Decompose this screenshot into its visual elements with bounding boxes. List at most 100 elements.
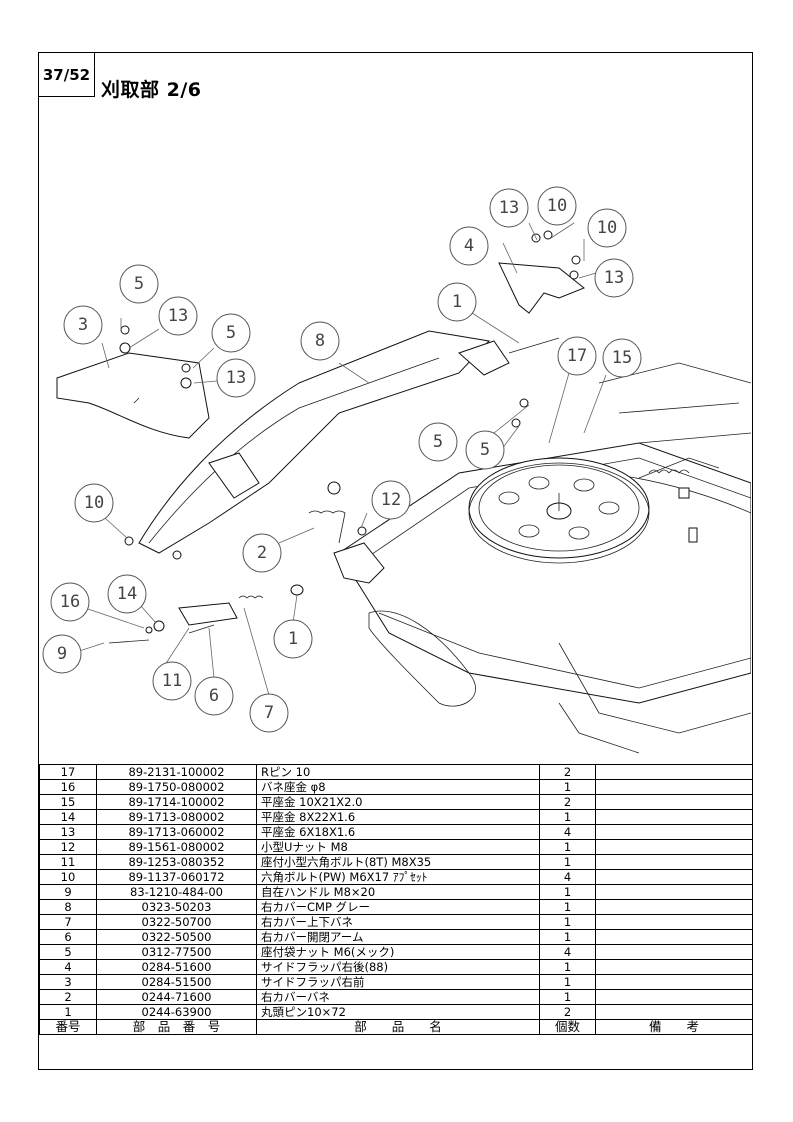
callout-1b: 1 bbox=[273, 619, 313, 659]
opening-arm bbox=[178, 602, 238, 626]
part-number-cell: 89-1750-080002 bbox=[96, 779, 257, 795]
callout-13b: 13 bbox=[594, 258, 634, 298]
part-no-cell: 12 bbox=[39, 839, 97, 855]
svg-text:11: 11 bbox=[162, 671, 182, 691]
part-no-cell: 15 bbox=[39, 794, 97, 810]
part-number-cell: 0323-50203 bbox=[96, 899, 257, 915]
note-cell bbox=[595, 944, 753, 960]
quantity-cell: 1 bbox=[539, 959, 596, 975]
note-cell bbox=[595, 809, 753, 825]
callout-10a: 10 bbox=[537, 186, 577, 226]
callout-11: 11 bbox=[152, 661, 192, 701]
part-no-cell: 2 bbox=[39, 989, 97, 1005]
part-number-cell: 0322-50500 bbox=[96, 929, 257, 945]
part-no-cell: 4 bbox=[39, 959, 97, 975]
part-number-cell: 0322-50700 bbox=[96, 914, 257, 930]
note-cell bbox=[595, 989, 753, 1005]
column-header: 番号 bbox=[39, 1019, 97, 1035]
quantity-cell: 1 bbox=[539, 929, 596, 945]
part-no-cell: 11 bbox=[39, 854, 97, 870]
svg-text:4: 4 bbox=[464, 236, 474, 256]
quantity-cell: 1 bbox=[539, 989, 596, 1005]
page-number: 37/52 bbox=[39, 53, 95, 97]
part-no-cell: 5 bbox=[39, 944, 97, 960]
part-name-cell: 自在ハンドル M8×20 bbox=[256, 884, 540, 900]
mower-deck bbox=[338, 362, 751, 754]
callout-10b: 10 bbox=[587, 208, 627, 248]
quantity-cell: 4 bbox=[539, 824, 596, 840]
part-number-cell: 89-1253-080352 bbox=[96, 854, 257, 870]
callout-15: 15 bbox=[602, 338, 642, 378]
callout-13d: 13 bbox=[216, 358, 256, 398]
part-number-cell: 0284-51600 bbox=[96, 959, 257, 975]
quantity-cell: 1 bbox=[539, 974, 596, 990]
callout-2: 2 bbox=[242, 533, 282, 573]
quantity-cell: 1 bbox=[539, 914, 596, 930]
part-no-cell: 7 bbox=[39, 914, 97, 930]
callout-13a: 13 bbox=[489, 188, 529, 228]
part-no-cell: 1 bbox=[39, 1004, 97, 1020]
cover-spring bbox=[308, 510, 346, 544]
svg-text:15: 15 bbox=[612, 348, 632, 368]
part-no-cell: 3 bbox=[39, 974, 97, 990]
quantity-cell: 1 bbox=[539, 839, 596, 855]
vertical-spring bbox=[238, 595, 264, 599]
part-name-cell: 右カバー上下バネ bbox=[256, 914, 540, 930]
svg-text:10: 10 bbox=[84, 493, 104, 513]
part-name-cell: 丸頭ピン10×72 bbox=[256, 1004, 540, 1020]
callout-7: 7 bbox=[249, 693, 289, 733]
note-cell bbox=[595, 869, 753, 885]
part-no-cell: 17 bbox=[39, 764, 97, 780]
part-name-cell: 平座金 10X21X2.0 bbox=[256, 794, 540, 810]
part-name-cell: 平座金 6X18X1.6 bbox=[256, 824, 540, 840]
hardware bbox=[108, 230, 581, 644]
part-name-cell: サイドフラッパ右後(88) bbox=[256, 959, 540, 975]
svg-text:7: 7 bbox=[264, 703, 274, 723]
part-name-cell: 座付袋ナット M6(メック) bbox=[256, 944, 540, 960]
svg-text:8: 8 bbox=[315, 331, 325, 351]
callout-10c: 10 bbox=[74, 483, 114, 523]
callout-9: 9 bbox=[42, 634, 82, 674]
column-header: 部 品 番 号 bbox=[96, 1019, 257, 1035]
tension-spring-assembly bbox=[638, 457, 720, 543]
quantity-cell: 1 bbox=[539, 899, 596, 915]
svg-text:17: 17 bbox=[567, 346, 587, 366]
part-no-cell: 13 bbox=[39, 824, 97, 840]
quantity-cell: 2 bbox=[539, 764, 596, 780]
callout-14: 14 bbox=[107, 574, 147, 614]
note-cell bbox=[595, 929, 753, 945]
note-cell bbox=[595, 794, 753, 810]
quantity-cell: 4 bbox=[539, 869, 596, 885]
part-no-cell: 10 bbox=[39, 869, 97, 885]
right-cover bbox=[138, 330, 491, 554]
note-cell bbox=[595, 764, 753, 780]
callout-8: 8 bbox=[300, 321, 340, 361]
part-name-cell: 小型Uナット M8 bbox=[256, 839, 540, 855]
part-number-cell: 83-1210-484-00 bbox=[96, 884, 257, 900]
part-no-cell: 14 bbox=[39, 809, 97, 825]
callout-16: 16 bbox=[50, 582, 90, 622]
note-cell bbox=[595, 899, 753, 915]
svg-text:13: 13 bbox=[168, 306, 188, 326]
note-cell bbox=[595, 914, 753, 930]
exploded-parts-diagram: 13 10 10 4 13 1 5 13 3 5 13 8 17 15 5 5 … bbox=[42, 186, 751, 754]
note-cell bbox=[595, 1004, 753, 1020]
part-no-cell: 9 bbox=[39, 884, 97, 900]
column-header: 部 品 名 bbox=[256, 1019, 540, 1035]
quantity-cell: 2 bbox=[539, 1004, 596, 1020]
column-header: 備 考 bbox=[595, 1019, 753, 1035]
svg-text:6: 6 bbox=[209, 686, 219, 706]
svg-text:13: 13 bbox=[604, 268, 624, 288]
part-number-cell: 89-1137-060172 bbox=[96, 869, 257, 885]
note-cell bbox=[595, 959, 753, 975]
part-name-cell: Rピン 10 bbox=[256, 764, 540, 780]
table-header-row: 番号部 品 番 号部 品 名個数備 考 bbox=[39, 1019, 753, 1035]
svg-text:1: 1 bbox=[288, 629, 298, 649]
